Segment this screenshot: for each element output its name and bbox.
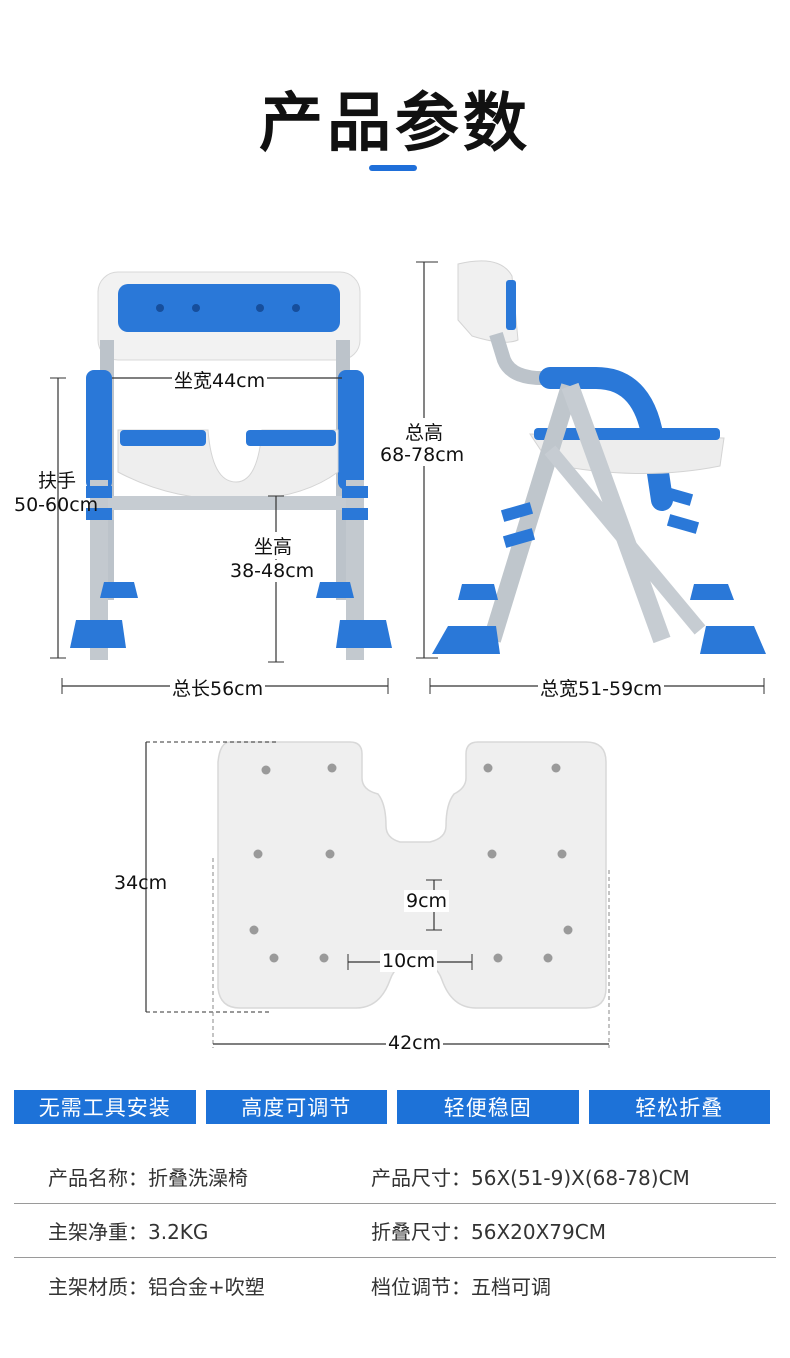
spec-value: 折叠洗澡椅 (148, 1166, 248, 1190)
title-underline (369, 165, 417, 171)
spec-label: 产品名称： (48, 1166, 148, 1190)
spec-item: 主架净重：3.2KG (14, 1216, 395, 1245)
spec-table: 产品名称：折叠洗澡椅 产品尺寸：56X(51-9)X(68-78)CM 主架净重… (14, 1150, 776, 1312)
spec-label: 产品尺寸： (371, 1166, 471, 1190)
spec-label: 折叠尺寸： (371, 1220, 471, 1244)
spec-value: 56X20X79CM (471, 1220, 606, 1244)
spec-item: 档位调节：五档可调 (371, 1271, 752, 1300)
feature-bar: 无需工具安装 高度可调节 轻便稳固 轻松折叠 (14, 1090, 770, 1124)
spec-value: 56X(51-9)X(68-78)CM (471, 1166, 690, 1190)
page-title: 产品参数 (259, 87, 531, 161)
feature-no-tools: 无需工具安装 (14, 1090, 196, 1124)
spec-row: 产品名称：折叠洗澡椅 产品尺寸：56X(51-9)X(68-78)CM (14, 1150, 776, 1204)
seat-width-label: 坐宽44cm (172, 366, 268, 393)
chair-side-image (416, 260, 766, 694)
seat-width-total-label: 42cm (386, 1032, 444, 1054)
spec-item: 产品名称：折叠洗澡椅 (14, 1162, 395, 1191)
feature-easy-fold: 轻松折叠 (588, 1090, 770, 1124)
feature-height-adjustable: 高度可调节 (205, 1090, 387, 1124)
spec-value: 铝合金+吹塑 (148, 1274, 265, 1299)
total-height-label: 总高 (403, 418, 446, 445)
spec-item: 产品尺寸：56X(51-9)X(68-78)CM (371, 1162, 752, 1191)
spec-value: 五档可调 (471, 1274, 551, 1299)
total-width-label: 总宽51-59cm (538, 674, 665, 701)
seat-top-image (145, 741, 610, 1048)
armrest-label: 扶手 (38, 470, 77, 492)
spec-label: 主架材质： (48, 1274, 148, 1299)
seat-height-label: 坐高 (252, 532, 295, 559)
total-length-label: 总长56cm (170, 674, 266, 701)
spec-value: 3.2KG (148, 1220, 209, 1244)
total-height-range-label: 68-78cm (378, 444, 467, 466)
feature-light-stable: 轻便稳固 (397, 1090, 579, 1124)
spec-label: 主架净重： (48, 1220, 148, 1244)
spec-row: 主架材质：铝合金+吹塑 档位调节：五档可调 (14, 1258, 776, 1312)
chair-front-image (50, 271, 392, 694)
cutout-depth-label: 9cm (404, 890, 450, 912)
armrest-range-label: 50-60cm (14, 494, 99, 516)
seat-height-range-label: 38-48cm (228, 560, 317, 582)
spec-item: 主架材质：铝合金+吹塑 (14, 1271, 395, 1300)
cutout-width-label: 10cm (380, 950, 438, 972)
spec-label: 档位调节： (371, 1274, 471, 1299)
spec-item: 折叠尺寸：56X20X79CM (371, 1216, 752, 1245)
seat-depth-label: 34cm (114, 872, 168, 894)
spec-row: 主架净重：3.2KG 折叠尺寸：56X20X79CM (14, 1204, 776, 1258)
